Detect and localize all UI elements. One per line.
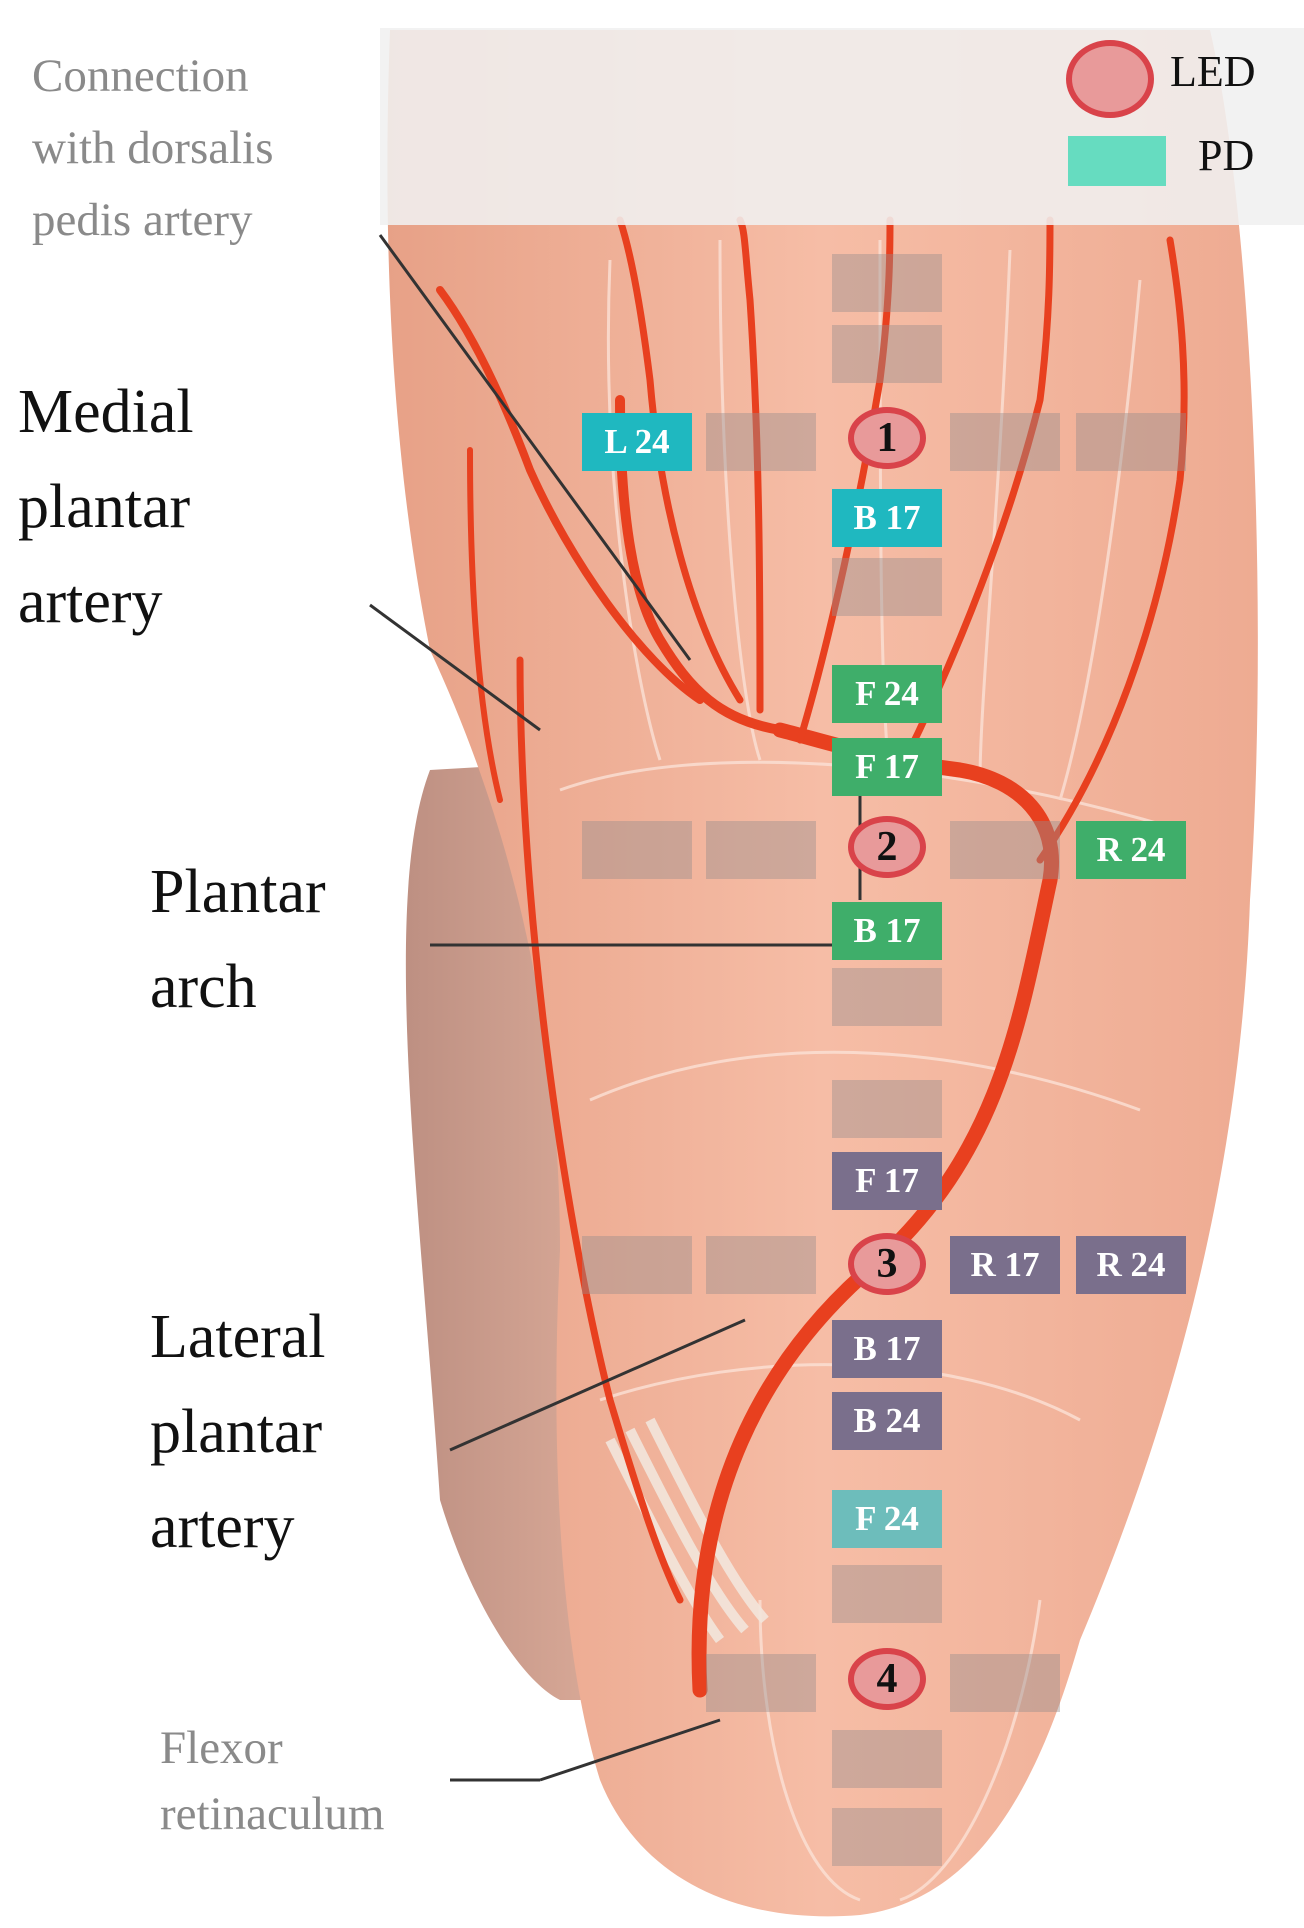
arch-line-2: arch <box>150 953 257 1021</box>
led-4: 4 <box>848 1648 926 1710</box>
flexor-label: Flexor retinaculum <box>160 1715 384 1847</box>
pd-tag-f17-row2: F 17 <box>832 738 942 796</box>
led-2: 2 <box>848 816 926 878</box>
lateral-line-1: Lateral <box>150 1303 326 1371</box>
grid-cell <box>832 325 942 383</box>
connection-label: Connection with dorsalis pedis artery <box>32 40 274 256</box>
lateral-line-3: artery <box>150 1493 295 1561</box>
pointer-lines <box>369 234 862 1782</box>
pd-tag-b24-row3: B 24 <box>832 1392 942 1450</box>
legend-led-icon <box>1066 40 1154 118</box>
legend-led-label: LED <box>1170 47 1256 96</box>
grid-cell <box>950 413 1060 471</box>
foot-sole <box>387 30 1258 1917</box>
grid-cell <box>950 1654 1060 1712</box>
legend-pd-label: PD <box>1198 131 1255 180</box>
connection-line-3: pedis artery <box>32 194 253 246</box>
grid-cell <box>832 254 942 312</box>
arch-line-1: Plantar <box>150 858 326 926</box>
connection-line-1: Connection <box>32 50 249 102</box>
pd-tag-r17-row3: R 17 <box>950 1236 1060 1294</box>
pd-tag-l24: L 24 <box>582 413 692 471</box>
pd-tag-b17-row3: B 17 <box>832 1320 942 1378</box>
grid-cell <box>950 821 1060 879</box>
grid-cell <box>832 968 942 1026</box>
grid-cell <box>832 1565 942 1623</box>
grid-cell <box>832 1730 942 1788</box>
legend-pd-icon <box>1068 136 1166 186</box>
flexor-line-2: retinaculum <box>160 1788 385 1840</box>
pd-tag-f17-row3: F 17 <box>832 1152 942 1210</box>
led-1: 1 <box>848 407 926 469</box>
grid-cell <box>832 1808 942 1866</box>
medial-label: Medial plantar artery <box>18 365 194 650</box>
lateral-line-2: plantar <box>150 1398 323 1466</box>
pd-tag-f24-row2: F 24 <box>832 665 942 723</box>
pd-tag-b17-row1: B 17 <box>832 489 942 547</box>
pd-tag-f24-row4: F 24 <box>832 1490 942 1548</box>
grid-cell <box>706 413 816 471</box>
flexor-line-1: Flexor <box>160 1722 283 1774</box>
lateral-label: Lateral plantar artery <box>150 1290 326 1575</box>
grid-cell <box>582 1236 692 1294</box>
medial-line-2: plantar <box>18 473 191 541</box>
medial-line-3: artery <box>18 568 163 636</box>
led-3: 3 <box>848 1233 926 1295</box>
grid-cell <box>706 1654 816 1712</box>
pd-tag-b17-row2: B 17 <box>832 902 942 960</box>
grid-cell <box>706 1236 816 1294</box>
connection-line-2: with dorsalis <box>32 122 274 174</box>
grid-cell <box>832 1080 942 1138</box>
grid-cell <box>1076 413 1186 471</box>
medial-line-1: Medial <box>18 378 194 446</box>
grid-cell <box>582 821 692 879</box>
top-fade <box>380 28 1304 225</box>
grid-cell <box>832 558 942 616</box>
pd-tag-r24-row3: R 24 <box>1076 1236 1186 1294</box>
pd-tag-r24-row2: R 24 <box>1076 821 1186 879</box>
arch-label: Plantar arch <box>150 845 326 1035</box>
grid-cell <box>706 821 816 879</box>
